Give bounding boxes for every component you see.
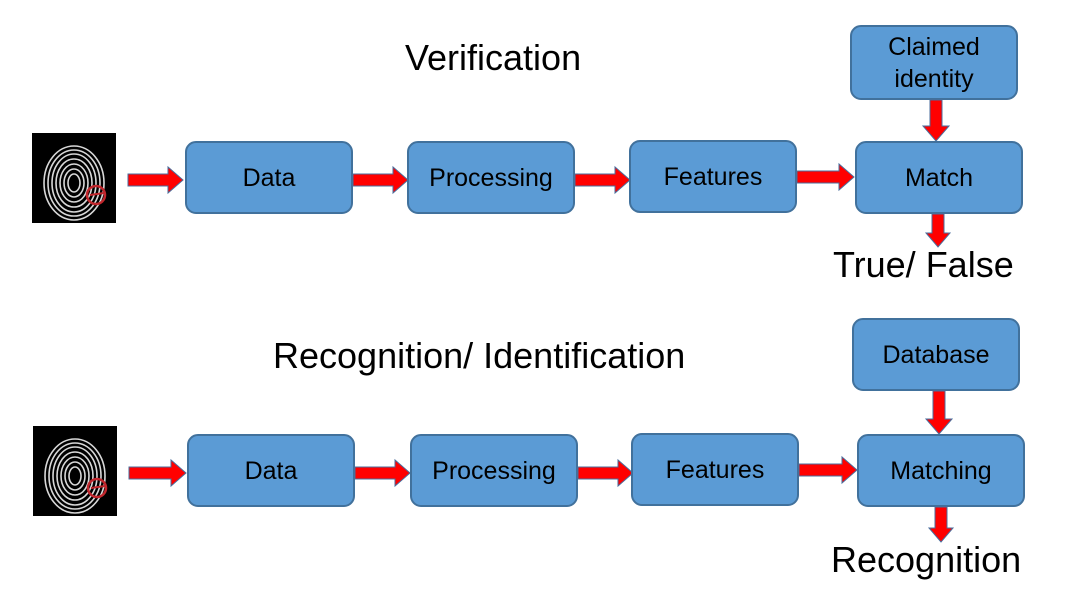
matching-box-recognition: Matching (857, 434, 1025, 507)
features-box-verification: Features (629, 140, 797, 213)
arrow-database-to-matching (924, 390, 954, 435)
processing-box-recognition: Processing (410, 434, 578, 507)
database-box: Database (852, 318, 1020, 391)
fingerprint-image-recognition (33, 426, 117, 516)
arrow-data-to-processing-verification (352, 165, 409, 195)
fingerprint-icon (32, 133, 116, 223)
arrow-match-to-outcome (924, 213, 952, 248)
recognition-title: Recognition/ Identification (273, 335, 686, 376)
claimed-identity-box: Claimed identity (850, 25, 1018, 100)
arrow-data-to-processing-recognition (354, 458, 411, 488)
arrow-claimed-identity-to-match (921, 99, 951, 142)
data-box-verification: Data (185, 141, 353, 214)
features-label: Features (665, 455, 765, 484)
data-label: Data (242, 163, 296, 192)
arrow-matching-to-outcome (927, 506, 955, 543)
fingerprint-image-verification (32, 133, 116, 223)
database-label: Database (882, 340, 990, 369)
arrow-features-to-match-verification (796, 162, 855, 192)
match-box-verification: Match (855, 141, 1023, 214)
arrow-processing-to-features-recognition (577, 458, 634, 488)
processing-label: Processing (429, 163, 553, 192)
arrow-fingerprint-to-data-verification (127, 165, 184, 195)
processing-box-verification: Processing (407, 141, 575, 214)
data-box-recognition: Data (187, 434, 355, 507)
claimed-identity-label: Claimed identity (888, 32, 980, 93)
recognition-outcome-text: Recognition (831, 539, 1022, 580)
fingerprint-icon (33, 426, 117, 516)
arrow-processing-to-features-verification (574, 165, 631, 195)
verification-title: Verification (405, 37, 582, 78)
arrow-fingerprint-to-data-recognition (128, 458, 187, 488)
features-box-recognition: Features (631, 433, 799, 506)
verification-outcome-text: True/ False (833, 244, 1014, 285)
match-label: Match (904, 163, 974, 192)
features-label: Features (663, 162, 763, 191)
matching-label: Matching (890, 456, 992, 485)
data-label: Data (244, 456, 298, 485)
processing-label: Processing (432, 456, 556, 485)
arrow-features-to-matching-recognition (798, 455, 858, 485)
